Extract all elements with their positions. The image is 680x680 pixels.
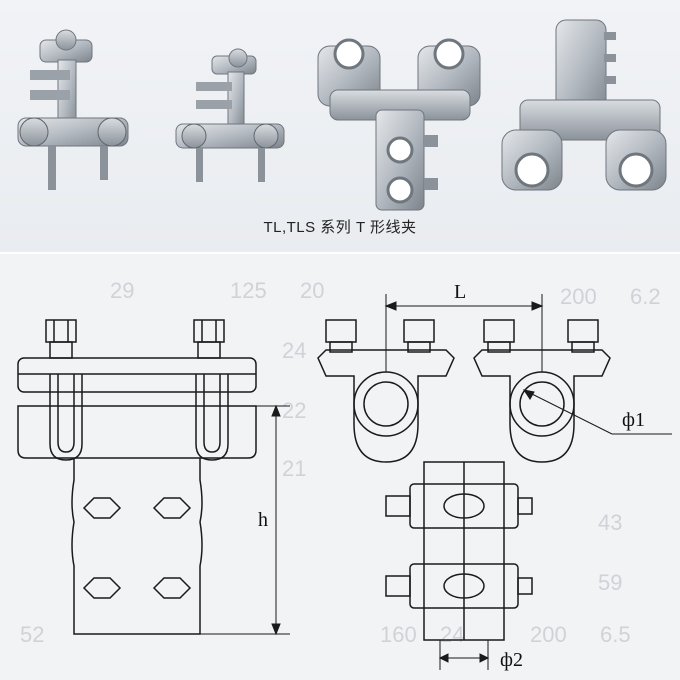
bg-value: 43	[598, 510, 622, 535]
bg-value: 125	[230, 278, 267, 303]
bg-value: 24	[282, 338, 306, 363]
product-photo-panel: TL,TLS 系列 T 形线夹	[0, 0, 680, 252]
bg-value: 6.5	[600, 622, 631, 647]
right-front-view	[317, 319, 611, 641]
bg-value: 200	[560, 284, 597, 309]
photo-clamp-3	[317, 38, 481, 211]
panel-divider	[0, 252, 680, 254]
bg-value: 29	[110, 278, 134, 303]
photo-clamp-1	[17, 29, 129, 190]
dimension-phi1	[522, 389, 672, 435]
bg-value: 52	[20, 622, 44, 647]
dimension-L	[384, 294, 544, 372]
background-table: 29 125 20 200 6.2 24 22 21 43 59 52 160 …	[20, 278, 661, 647]
bg-value: 200	[530, 622, 567, 647]
bg-value: 24	[440, 622, 464, 647]
bg-value: 59	[598, 570, 622, 595]
photo-clamp-2	[175, 48, 285, 182]
product-photos	[17, 19, 667, 211]
dimension-phi2	[438, 640, 490, 670]
technical-drawing-panel: 29 125 20 200 6.2 24 22 21 43 59 52 160 …	[0, 254, 680, 680]
bg-value: 21	[282, 456, 306, 481]
product-caption: TL,TLS 系列 T 形线夹	[263, 219, 417, 236]
bg-value: 20	[300, 278, 324, 303]
label-L: L	[454, 281, 466, 303]
bg-value: 22	[282, 398, 306, 423]
photo-clamp-4	[501, 19, 667, 191]
bg-value: 6.2	[630, 284, 661, 309]
technical-drawing: 29 125 20 200 6.2 24 22 21 43 59 52 160 …	[17, 278, 672, 671]
label-phi1: ф1	[622, 409, 645, 431]
bg-value: 160	[380, 622, 417, 647]
label-phi2: ф2	[500, 649, 523, 671]
left-side-view	[17, 319, 257, 635]
dimension-h	[200, 404, 290, 636]
label-h: h	[258, 509, 268, 531]
